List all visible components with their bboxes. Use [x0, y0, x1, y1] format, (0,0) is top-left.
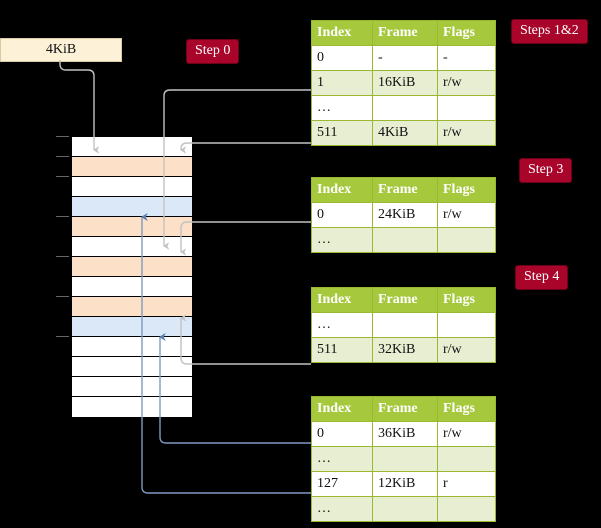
column-header-flags: Flags [437, 20, 496, 46]
memory-frame-row [72, 137, 192, 157]
table-cell: … [311, 496, 373, 522]
table-cell: 0 [311, 202, 373, 228]
memory-frame-row [72, 257, 192, 277]
table-cell: 4KiB [372, 120, 438, 146]
table-cell [437, 227, 496, 253]
table-cell: 12KiB [372, 471, 438, 497]
table-cell: 0 [311, 45, 373, 71]
table-cell: r/w [437, 70, 496, 96]
column-header-index: Index [311, 177, 373, 203]
table-cell: 511 [311, 337, 373, 363]
table-cell: 0 [311, 421, 373, 447]
column-header-frame: Frame [372, 287, 438, 313]
column-header-flags: Flags [437, 287, 496, 313]
memory-frame-row [72, 197, 192, 217]
table-row: … [311, 496, 496, 522]
wire-l1-row511-to-memory [180, 142, 311, 154]
memory-frame-row [72, 177, 192, 197]
physical-memory-column [71, 136, 192, 417]
table-cell: … [311, 446, 373, 472]
column-header-frame: Frame [372, 20, 438, 46]
table-cell: r [437, 471, 496, 497]
table-cell [437, 312, 496, 338]
table-cell: r/w [437, 120, 496, 146]
table-cell: … [311, 312, 373, 338]
memory-tick [56, 256, 69, 257]
column-header-index: Index [311, 20, 373, 46]
memory-tick [56, 216, 69, 217]
table-cell: r/w [437, 337, 496, 363]
table-cell: - [437, 45, 496, 71]
memory-frame-row [72, 157, 192, 177]
table-cell: … [311, 227, 373, 253]
memory-tick [56, 336, 69, 337]
table-cell [372, 227, 438, 253]
table-cell [437, 446, 496, 472]
memory-frame-row [72, 377, 192, 397]
table-cell: 24KiB [372, 202, 438, 228]
badge-step-0: Step 0 [186, 39, 240, 64]
memory-tick [56, 296, 69, 297]
table-cell: 1 [311, 70, 373, 96]
column-header-flags: Flags [437, 177, 496, 203]
memory-frame-row [72, 397, 192, 417]
table-cell [372, 312, 438, 338]
source-frame-label: 4KiB [45, 42, 77, 57]
table-cell: r/w [437, 421, 496, 447]
badge-step-3: Step 3 [519, 158, 573, 183]
table-cell: 127 [311, 471, 373, 497]
table-row: … [311, 95, 496, 121]
column-header-frame: Frame [372, 396, 438, 422]
table-row: … [311, 446, 496, 472]
wire-l3-row511-to-memory [180, 314, 311, 365]
table-cell: r/w [437, 202, 496, 228]
memory-tick [56, 136, 69, 137]
memory-frame-row [72, 357, 192, 377]
memory-tick [56, 156, 69, 157]
badge-steps-1-2: Steps 1&2 [511, 19, 588, 44]
memory-frame-row [72, 217, 192, 237]
memory-frame-row [72, 237, 192, 257]
table-cell: 36KiB [372, 421, 438, 447]
badge-step-4: Step 4 [515, 265, 569, 290]
table-cell [372, 446, 438, 472]
column-header-frame: Frame [372, 177, 438, 203]
wire-l2-row0-to-memory [180, 221, 311, 256]
table-row: … [311, 227, 496, 253]
table-cell: 32KiB [372, 337, 438, 363]
table-cell: - [372, 45, 438, 71]
column-header-index: Index [311, 287, 373, 313]
table-row: … [311, 312, 496, 338]
memory-frame-row [72, 277, 192, 297]
memory-frame-row [72, 297, 192, 317]
table-row: 0-- [311, 45, 496, 71]
memory-frame-row [72, 337, 192, 357]
column-header-flags: Flags [437, 396, 496, 422]
table-cell [372, 496, 438, 522]
memory-frame-row [72, 317, 192, 337]
memory-tick [56, 176, 69, 177]
table-cell [437, 496, 496, 522]
source-frame-box: 4KiB [0, 38, 122, 62]
table-cell [372, 95, 438, 121]
table-cell: … [311, 95, 373, 121]
table-cell: 511 [311, 120, 373, 146]
table-cell: 16KiB [372, 70, 438, 96]
table-cell [437, 95, 496, 121]
column-header-index: Index [311, 396, 373, 422]
